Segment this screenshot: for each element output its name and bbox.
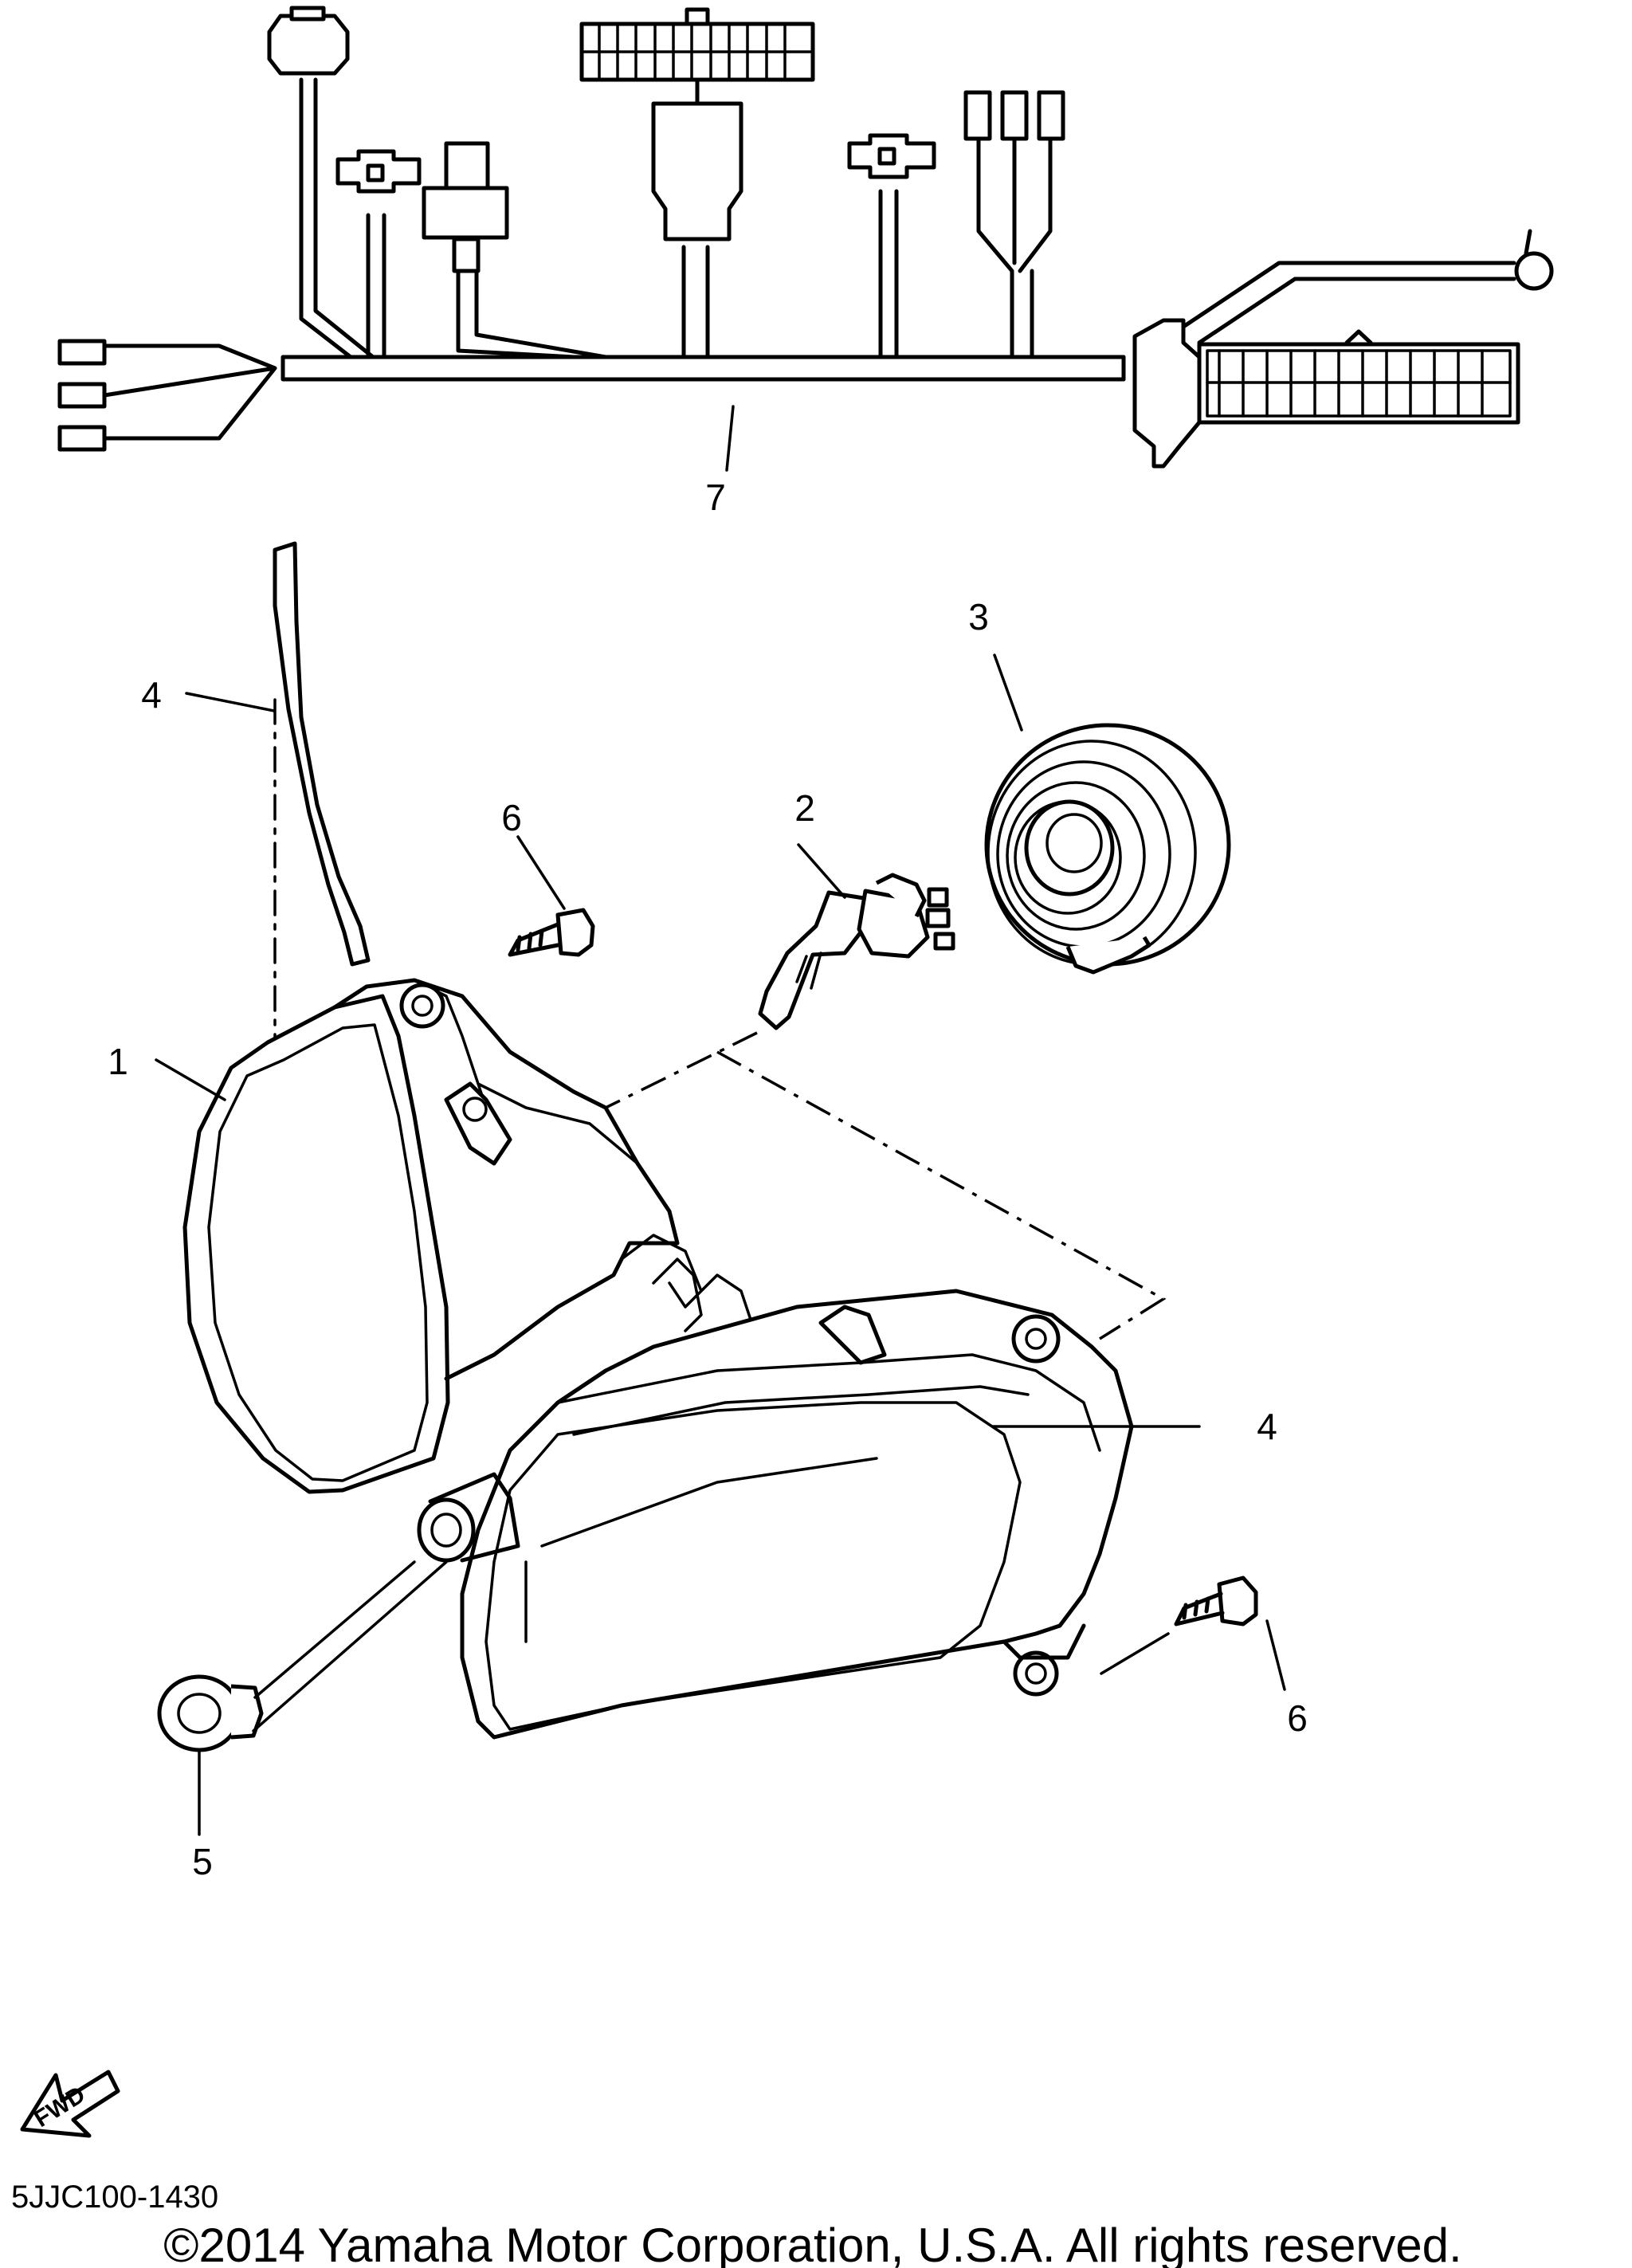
assembly-guide-lines (605, 1031, 1167, 1340)
callout-6-lower: 6 (1287, 1697, 1308, 1739)
fwd-arrow-icon: FWD (20, 2070, 120, 2138)
diagram-code: 5JJC100-1430 (11, 2180, 218, 2215)
screw-lower (1100, 1575, 1286, 1691)
grommet (157, 1560, 448, 1836)
callout-7: 7 (705, 477, 726, 518)
headlight-assembly (155, 978, 1134, 1740)
wire-harness (57, 6, 1554, 472)
callout-4-upper: 4 (141, 674, 162, 716)
callout-5: 5 (192, 1841, 213, 1882)
dust-cover (984, 653, 1231, 975)
screw-upper (508, 835, 595, 957)
callout-4-lower: 4 (1257, 1406, 1277, 1447)
callout-2: 2 (794, 787, 815, 829)
callout-1: 1 (108, 1041, 128, 1082)
callout-3: 3 (968, 596, 989, 638)
copyright-notice: ©2014 Yamaha Motor Corporation, U.S.A. A… (163, 2219, 1461, 2268)
bulb (758, 843, 955, 1030)
seal-strip-upper (185, 541, 371, 1197)
callout-6-upper: 6 (501, 797, 522, 838)
